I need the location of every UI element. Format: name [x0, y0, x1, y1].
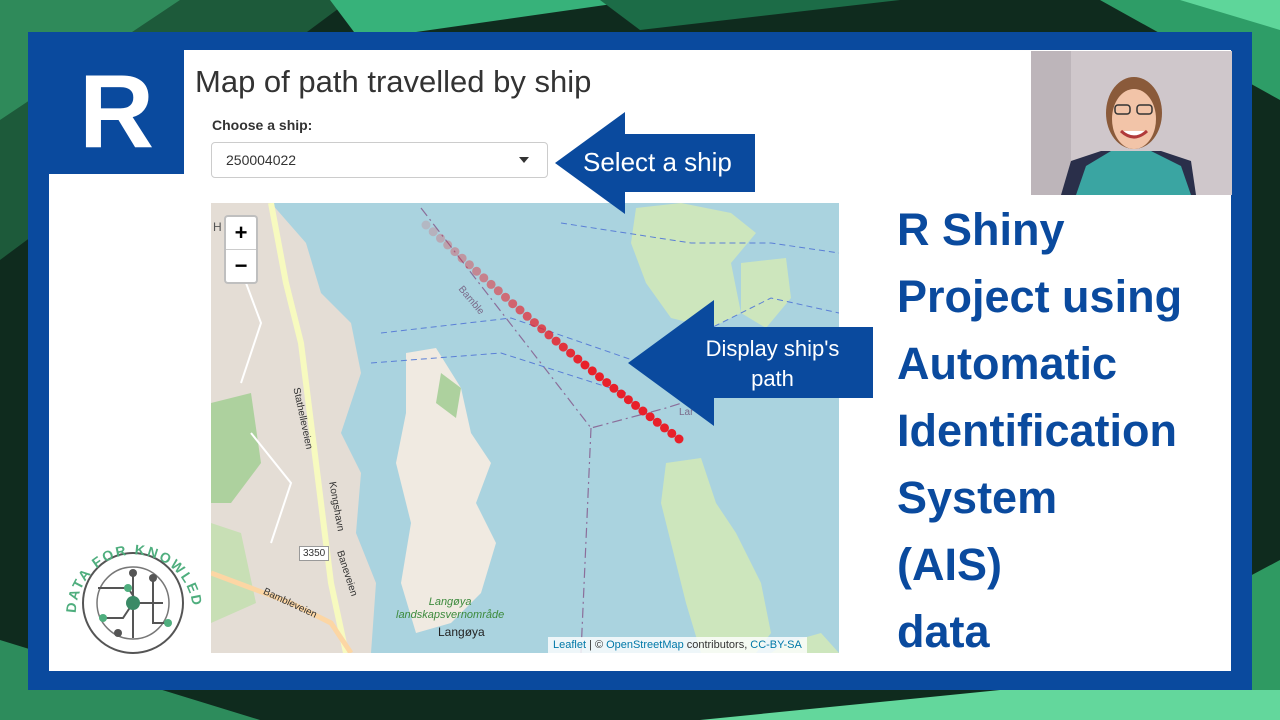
- map-label-partial-lar: Lar: [679, 407, 694, 418]
- ship-position-marker[interactable]: [515, 305, 525, 315]
- ship-position-marker[interactable]: [464, 260, 474, 270]
- ship-position-marker[interactable]: [645, 412, 655, 422]
- ship-position-marker[interactable]: [421, 220, 431, 230]
- presenter-photo: [1031, 51, 1232, 195]
- display-callout-line2: path: [751, 366, 794, 391]
- presenter-illustration: [1031, 51, 1232, 195]
- ship-position-marker[interactable]: [472, 266, 482, 276]
- ship-path-layer: [421, 220, 684, 444]
- display-callout-text: Display ship's path: [690, 334, 855, 394]
- map-attribution: Leaflet | © OpenStreetMap contributors, …: [548, 637, 807, 653]
- r-letter: R: [78, 53, 155, 170]
- app-title: Map of path travelled by ship: [195, 64, 592, 99]
- ship-position-marker[interactable]: [544, 330, 554, 340]
- select-callout-text: Select a ship: [583, 147, 732, 178]
- ship-position-marker[interactable]: [638, 406, 648, 416]
- ship-position-marker[interactable]: [493, 286, 503, 296]
- ship-position-marker[interactable]: [529, 318, 539, 328]
- ship-position-marker[interactable]: [652, 417, 662, 427]
- ship-position-marker[interactable]: [428, 227, 438, 237]
- attribution-contributors: contributors,: [686, 639, 748, 651]
- ship-position-marker[interactable]: [631, 400, 641, 410]
- leaflet-link[interactable]: Leaflet: [553, 639, 587, 651]
- ship-position-marker[interactable]: [551, 336, 561, 346]
- ship-position-marker[interactable]: [457, 253, 467, 263]
- headline-line: (AIS): [897, 539, 1002, 590]
- ship-select[interactable]: 250004022: [211, 142, 548, 178]
- ship-position-marker[interactable]: [609, 383, 619, 393]
- display-callout-line1: Display ship's: [705, 336, 840, 361]
- headline-line: Automatic: [897, 338, 1118, 389]
- headline-line: data: [897, 606, 990, 657]
- ship-position-marker[interactable]: [595, 372, 604, 382]
- display-arrow-callout: [628, 300, 873, 426]
- map-label-reserve: Langøya landskapsvernområde: [396, 596, 504, 622]
- ship-position-marker[interactable]: [558, 342, 568, 352]
- map-label-reserve-type: landskapsvernområde: [396, 609, 505, 621]
- headline-line: Project using: [897, 271, 1183, 322]
- ship-position-marker[interactable]: [566, 348, 576, 358]
- zoom-in-button[interactable]: +: [226, 217, 256, 250]
- ship-position-marker[interactable]: [501, 292, 510, 302]
- data-for-knowledge-logo: DATA FOR KNOWLEDGE: [58, 528, 204, 654]
- ship-position-marker[interactable]: [486, 279, 496, 289]
- license-link[interactable]: CC-BY-SA: [750, 639, 802, 651]
- map-label-island: Langøya: [438, 625, 485, 639]
- ship-position-marker[interactable]: [450, 247, 460, 257]
- osm-link[interactable]: OpenStreetMap: [606, 639, 684, 651]
- ship-select-value: 250004022: [226, 152, 297, 168]
- ship-position-marker[interactable]: [616, 389, 626, 399]
- ship-position-marker[interactable]: [623, 395, 633, 405]
- ship-position-marker[interactable]: [587, 366, 597, 376]
- map-label-partial-h: H: [213, 220, 222, 234]
- map-label-reserve-name: Langøya: [428, 596, 472, 608]
- headline-line: System: [897, 472, 1058, 523]
- headline-line: Identification: [897, 405, 1177, 456]
- headline-line: R Shiny: [897, 204, 1065, 255]
- ship-position-marker[interactable]: [522, 311, 532, 321]
- ship-position-marker[interactable]: [667, 428, 677, 438]
- map-route-shield: 3350: [299, 546, 330, 561]
- ship-position-marker[interactable]: [537, 324, 547, 334]
- map-zoom-control: + −: [224, 215, 258, 284]
- ship-select-label: Choose a ship:: [212, 117, 313, 133]
- ship-position-marker[interactable]: [660, 423, 669, 433]
- ship-path-map[interactable]: Bamble Stathelleveien Kongshavn Baneveie…: [211, 203, 839, 653]
- select-callout-label: Select a ship: [583, 147, 732, 177]
- ship-position-marker[interactable]: [602, 378, 612, 388]
- ship-position-marker[interactable]: [674, 434, 684, 444]
- select-arrow-callout: [555, 112, 755, 214]
- ship-position-marker[interactable]: [479, 273, 489, 283]
- ship-position-marker[interactable]: [508, 299, 518, 309]
- ship-position-marker[interactable]: [443, 240, 453, 250]
- chevron-down-icon[interactable]: [519, 157, 529, 163]
- attribution-separator: | ©: [589, 639, 604, 651]
- ship-position-marker[interactable]: [573, 354, 583, 364]
- ship-position-marker[interactable]: [436, 233, 445, 243]
- ship-position-marker[interactable]: [580, 360, 590, 370]
- r-logo: R: [49, 50, 184, 174]
- zoom-out-button[interactable]: −: [234, 253, 248, 278]
